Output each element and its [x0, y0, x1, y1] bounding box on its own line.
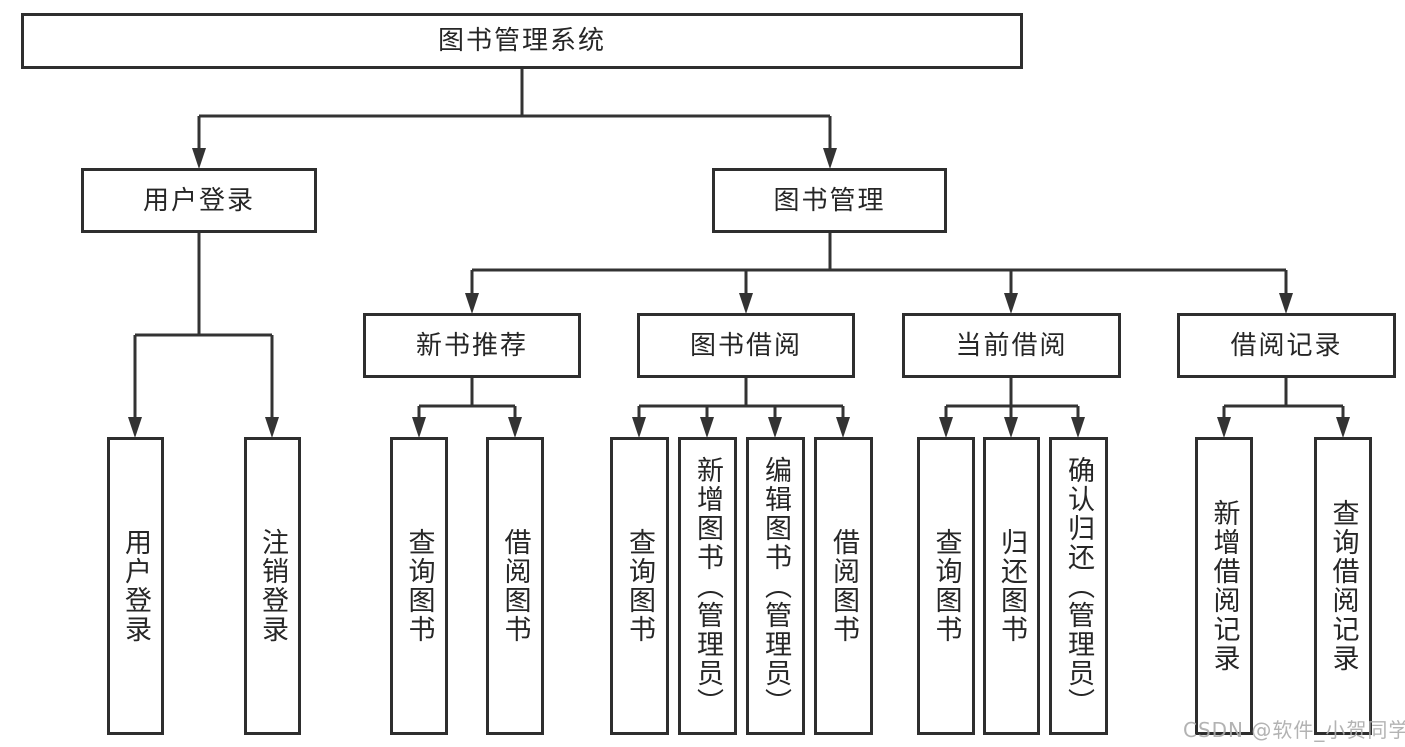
node-new-book-recommend-label: 新书推荐 [415, 330, 528, 361]
leaf-query-books-borrowing-label: 查询图书 [624, 528, 655, 644]
node-book-borrowing-label: 图书借阅 [689, 330, 802, 361]
leaf-return-books-label: 归还图书 [996, 528, 1027, 644]
leaf-user-login: 用户登录 [107, 437, 164, 735]
node-borrowing-records: 借阅记录 [1177, 313, 1396, 378]
leaf-borrow-books-recommend-label: 借阅图书 [499, 528, 531, 644]
leaf-query-borrow-record: 查询借阅记录 [1314, 437, 1372, 735]
leaf-logout-label: 注销登录 [257, 528, 288, 644]
node-library-system-label: 图书管理系统 [437, 26, 606, 56]
leaf-edit-books-admin-label: 编辑图书（管理员） [760, 455, 791, 717]
leaf-edit-books-admin: 编辑图书（管理员） [746, 437, 805, 735]
node-book-borrowing: 图书借阅 [637, 313, 855, 378]
csdn-watermark: CSDN @软件_小贺同学 [1183, 718, 1405, 742]
leaf-add-books-admin-label: 新增图书（管理员） [692, 455, 723, 717]
node-current-borrowing-label: 当前借阅 [955, 330, 1068, 361]
leaf-query-books-recommend-label: 查询图书 [403, 528, 435, 644]
node-new-book-recommend: 新书推荐 [363, 313, 581, 378]
leaf-borrow-books-borrowing-label: 借阅图书 [828, 528, 859, 644]
leaf-confirm-return-admin-label: 确认归还（管理员） [1063, 455, 1094, 717]
leaf-query-books-borrowing: 查询图书 [610, 437, 669, 735]
leaf-add-books-admin: 新增图书（管理员） [678, 437, 737, 735]
leaf-query-books-current-label: 查询图书 [930, 528, 962, 644]
leaf-borrow-books-borrowing: 借阅图书 [814, 437, 873, 735]
leaf-return-books: 归还图书 [983, 437, 1040, 735]
leaf-confirm-return-admin: 确认归还（管理员） [1049, 437, 1108, 735]
node-library-system: 图书管理系统 [21, 13, 1023, 69]
leaf-user-login-label: 用户登录 [120, 528, 151, 644]
leaf-add-borrow-record: 新增借阅记录 [1195, 437, 1253, 735]
node-book-management-label: 图书管理 [773, 185, 886, 216]
node-current-borrowing: 当前借阅 [902, 313, 1121, 378]
leaf-logout: 注销登录 [244, 437, 301, 735]
leaf-query-borrow-record-label: 查询借阅记录 [1327, 499, 1359, 673]
node-user-login: 用户登录 [81, 168, 317, 233]
node-book-management: 图书管理 [712, 168, 947, 233]
leaf-borrow-books-recommend: 借阅图书 [486, 437, 544, 735]
leaf-add-borrow-record-label: 新增借阅记录 [1208, 499, 1240, 673]
leaf-query-books-recommend: 查询图书 [390, 437, 448, 735]
node-user-login-label: 用户登录 [142, 185, 255, 216]
node-borrowing-records-label: 借阅记录 [1230, 330, 1343, 361]
leaf-query-books-current: 查询图书 [917, 437, 975, 735]
